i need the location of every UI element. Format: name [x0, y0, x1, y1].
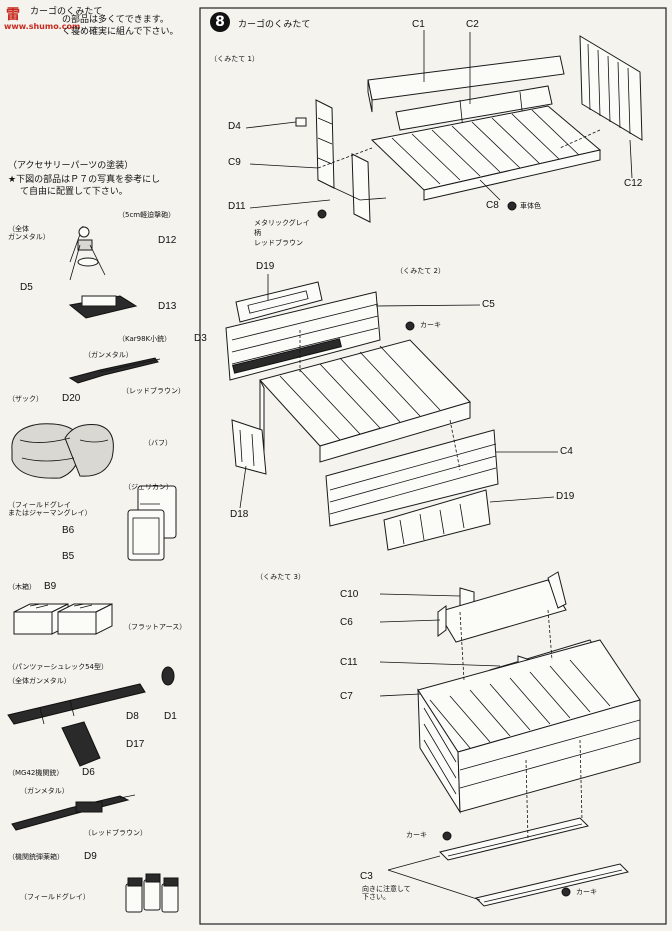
watermark-url: www.shumo.com: [4, 22, 81, 31]
intro-line-1: の部品は多くてできます。: [62, 15, 169, 25]
mg42-title: （MG42機関銃）: [8, 769, 64, 777]
sub3-orientation-note: 向きに注意して 下さい。: [362, 885, 411, 901]
part-label-c12: C12: [624, 178, 643, 189]
part-label-c3: C3: [360, 871, 373, 882]
intro-line-2: く寝め確実に組んで下さい。: [62, 27, 179, 37]
ammo-box-illustration: [125, 873, 179, 913]
sub1-paint-note: メタリックグレイ 柄 レッドブラウン: [254, 219, 310, 248]
part-label-c8: C8: [486, 200, 499, 211]
sub3-paint-2: カーキ: [576, 888, 597, 896]
part-label-d19-top: D19: [256, 261, 275, 272]
part-label-d18: D18: [230, 509, 249, 520]
part-label-c1: C1: [412, 19, 425, 30]
jerrycan-title: （ジェリカン）: [124, 483, 173, 491]
sub1-title: （くみたて 1）: [210, 55, 259, 63]
panzerschreck-illustration: [7, 666, 175, 767]
part-label-d17: D17: [126, 739, 145, 750]
sub2-paint: カーキ: [420, 321, 441, 329]
part-label-d5: D5: [20, 282, 33, 293]
step-panel-frame: [199, 7, 667, 925]
part-label-d1: D1: [164, 711, 177, 722]
step-title: カーゴのくみたて: [238, 20, 311, 30]
jerrycan-illustration: [127, 485, 177, 561]
rifle-illustration: [68, 357, 161, 384]
part-label-d4: D4: [228, 121, 241, 132]
sub1-body-color: 車体色: [520, 202, 541, 210]
part-label-d3: D3: [194, 333, 207, 344]
mortar-title: （5cm軽迫撃砲）: [118, 211, 176, 219]
backpack-illustration: [11, 423, 114, 479]
watermark-logo: 雷: [6, 7, 20, 23]
panzerschreck-note: （全体ガンメタル）: [8, 677, 71, 685]
sub2-illustration: [225, 274, 558, 551]
sub3-illustration: [379, 571, 641, 907]
part-label-d12: D12: [158, 235, 177, 246]
part-label-c5: C5: [482, 299, 495, 310]
accessory-note-1: ★下図の部品はＰ７の写真を参考にし: [8, 175, 161, 185]
part-label-c7: C7: [340, 691, 353, 702]
wooden-box-note: （フラットアース）: [124, 623, 187, 631]
ammo-box-title: （機関銃弾薬箱）: [8, 853, 64, 861]
part-label-c6: C6: [340, 617, 353, 628]
part-label-b9: B9: [44, 581, 57, 592]
part-label-b5: B5: [62, 551, 75, 562]
wooden-box-illustration: [13, 603, 113, 635]
part-label-c11: C11: [340, 657, 358, 668]
sub3-paint-1: カーキ: [406, 831, 427, 839]
panzerschreck-title: （パンツァーシュレック54型）: [8, 663, 108, 671]
sub3-title: （くみたて 3）: [256, 573, 305, 581]
part-label-c2: C2: [466, 19, 479, 30]
mortar-illustration: [68, 225, 138, 319]
backpack-note: （バフ）: [144, 439, 172, 447]
part-label-d11: D11: [228, 201, 246, 212]
mg42-note-1: （ガンメタル）: [20, 787, 69, 795]
part-label-c4: C4: [560, 446, 573, 457]
rifle-title: （Kar98K小銃）: [118, 335, 172, 343]
part-label-d20: D20: [62, 393, 81, 404]
mg42-illustration: [11, 794, 136, 831]
part-label-b6: B6: [62, 525, 75, 536]
ammo-box-note: （フィールドグレイ）: [20, 893, 90, 901]
mg42-note-2: （レッドブラウン）: [84, 829, 147, 837]
sub1-illustration: [245, 30, 643, 223]
part-label-c10: C10: [340, 589, 359, 600]
backpack-title: （ザック）: [8, 395, 43, 403]
rifle-note-1: （ガンメタル）: [84, 351, 133, 359]
part-label-d19-bottom: D19: [556, 491, 575, 502]
wooden-box-title: （木箱）: [8, 583, 36, 591]
part-label-c9: C9: [228, 157, 241, 168]
sub2-title: （くみたて 2）: [396, 267, 445, 275]
part-label-d8: D8: [126, 711, 139, 722]
rifle-note-2: （レッドブラウン）: [122, 387, 185, 395]
part-label-d6: D6: [82, 767, 95, 778]
jerrycan-note: （フィールドグレイ またはジャーマングレイ）: [8, 501, 92, 517]
accessory-header: （アクセサリーパーツの塗装）: [8, 161, 134, 171]
intro-title: カーゴのくみたて: [30, 7, 103, 17]
accessory-note-2: て自由に配置して下さい。: [20, 187, 128, 197]
mortar-note: （全体 ガンメタル）: [8, 225, 50, 241]
step-number-badge: 8: [210, 12, 230, 32]
part-label-d13: D13: [158, 301, 177, 312]
part-label-d9: D9: [84, 851, 97, 862]
